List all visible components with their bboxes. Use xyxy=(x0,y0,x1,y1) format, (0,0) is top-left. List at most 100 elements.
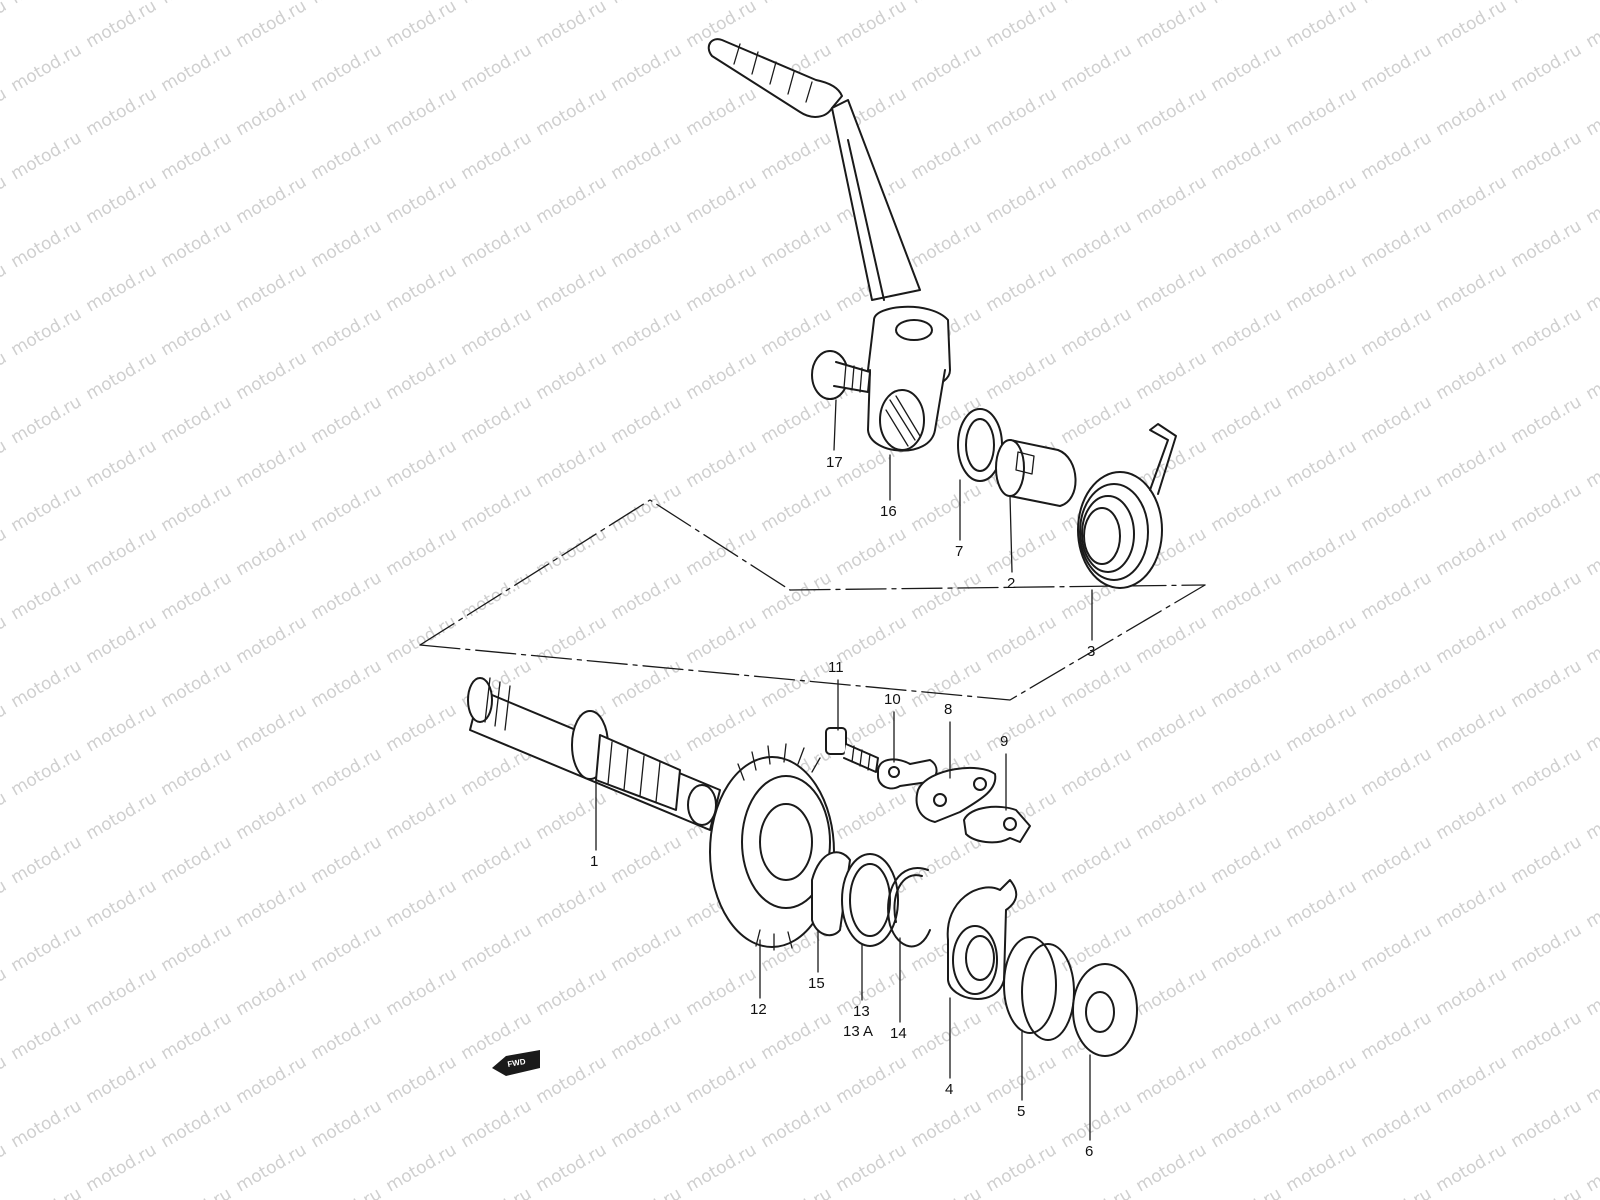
watermark-text: motod.ru xyxy=(983,0,1061,52)
watermark-text: motod.ru xyxy=(458,392,536,448)
watermark-text: motod.ru xyxy=(1133,964,1211,1020)
watermark-text: motod.ru xyxy=(1358,0,1436,8)
watermark-text: motod.ru xyxy=(683,964,761,1020)
watermark-text: motod.ru xyxy=(833,1052,911,1108)
watermark-text: motod.ru xyxy=(1133,788,1211,844)
watermark-text: motod.ru xyxy=(1133,172,1211,228)
watermark-text: motod.ru xyxy=(1283,1140,1361,1196)
watermark-text: motod.ru xyxy=(833,524,911,580)
watermark-text: motod.ru xyxy=(83,876,161,932)
callout-9: 9 xyxy=(1000,733,1008,750)
watermark-text: motod.ru xyxy=(158,392,236,448)
kick-stopper xyxy=(963,805,1031,844)
watermark-text: motod.ru xyxy=(1058,128,1136,184)
watermark-text: motod.ru xyxy=(1283,700,1361,756)
watermark-text: motod.ru xyxy=(233,84,311,140)
watermark-text: motod.ru xyxy=(383,84,461,140)
watermark-text: motod.ru xyxy=(1433,348,1511,404)
watermark-text: motod.ru xyxy=(1208,1096,1286,1152)
watermark-text: motod.ru xyxy=(908,568,986,624)
watermark-text: motod.ru xyxy=(83,84,161,140)
watermark-text: motod.ru xyxy=(908,216,986,272)
watermark-text: motod.ru xyxy=(458,1184,536,1200)
watermark-text: motod.ru xyxy=(1508,304,1586,360)
watermark-text: motod.ru xyxy=(1208,744,1286,800)
watermark-text: motod.ru xyxy=(1133,348,1211,404)
watermark-text: motod.ru xyxy=(533,1052,611,1108)
watermark-text: motod.ru xyxy=(908,0,986,8)
watermark-text: motod.ru xyxy=(8,1184,86,1200)
callout-13: 13 xyxy=(853,1003,870,1020)
watermark-text: motod.ru xyxy=(1508,1184,1586,1200)
watermark-text: motod.ru xyxy=(1583,700,1600,756)
watermark-text: motod.ru xyxy=(308,1096,386,1152)
watermark-text: motod.ru xyxy=(83,348,161,404)
watermark-text: motod.ru xyxy=(1508,40,1586,96)
watermark-text: motod.ru xyxy=(233,436,311,492)
watermark-text: motod.ru xyxy=(1358,744,1436,800)
watermark-text: motod.ru xyxy=(458,128,536,184)
callout-10: 10 xyxy=(884,691,901,708)
watermark-text: motod.ru xyxy=(533,612,611,668)
callout-16: 16 xyxy=(880,503,897,520)
watermark-text: motod.ru xyxy=(1058,0,1136,8)
watermark-text: motod.ru xyxy=(1433,700,1511,756)
watermark-text: motod.ru xyxy=(833,788,911,844)
watermark-text: motod.ru xyxy=(1283,84,1361,140)
watermark-text: motod.ru xyxy=(308,1184,386,1200)
watermark-text: motod.ru xyxy=(833,1140,911,1196)
watermark-text: motod.ru xyxy=(0,1052,10,1108)
watermark-text: motod.ru xyxy=(458,0,536,8)
watermark-text: motod.ru xyxy=(533,1140,611,1196)
watermark-text: motod.ru xyxy=(308,920,386,976)
guide-bolt xyxy=(825,727,879,773)
watermark-text: motod.ru xyxy=(758,1184,836,1200)
watermark-text: motod.ru xyxy=(158,1184,236,1200)
watermark-text: motod.ru xyxy=(833,612,911,668)
watermark-text: motod.ru xyxy=(383,1052,461,1108)
watermark-text: motod.ru xyxy=(308,480,386,536)
watermark-text: motod.ru xyxy=(308,832,386,888)
watermark-text: motod.ru xyxy=(1358,40,1436,96)
watermark-text: motod.ru xyxy=(1508,656,1586,712)
watermark-text: motod.ru xyxy=(908,1184,986,1200)
watermark-text: motod.ru xyxy=(608,0,686,8)
callout-12: 12 xyxy=(750,1001,767,1018)
watermark-text: motod.ru xyxy=(533,172,611,228)
watermark-text: motod.ru xyxy=(1508,920,1586,976)
watermark-text: motod.ru xyxy=(1058,216,1136,272)
watermark-text: motod.ru xyxy=(683,436,761,492)
watermark-text: motod.ru xyxy=(158,568,236,624)
watermark-text: motod.ru xyxy=(0,172,10,228)
watermark-text: motod.ru xyxy=(83,1052,161,1108)
watermark-text: motod.ru xyxy=(758,216,836,272)
watermark-text: motod.ru xyxy=(1508,128,1586,184)
forward-direction-indicator: FWD xyxy=(492,1050,540,1076)
watermark-text: motod.ru xyxy=(1208,1184,1286,1200)
watermark-text: motod.ru xyxy=(833,964,911,1020)
watermark-text: motod.ru xyxy=(1433,524,1511,580)
watermark-text: motod.ru xyxy=(983,1140,1061,1196)
watermark-text: motod.ru xyxy=(1058,392,1136,448)
watermark-text: motod.ru xyxy=(0,788,10,844)
watermark-text: motod.ru xyxy=(0,700,10,756)
watermark-text: motod.ru xyxy=(8,920,86,976)
watermark-text: motod.ru xyxy=(158,304,236,360)
watermark-text: motod.ru xyxy=(908,128,986,184)
kick-gear xyxy=(709,743,835,951)
watermark-text: motod.ru xyxy=(1583,1140,1600,1196)
watermark-text: motod.ru xyxy=(1508,1096,1586,1152)
watermark-text: motod.ru xyxy=(608,568,686,624)
watermark-text: motod.ru xyxy=(383,260,461,316)
watermark-text: motod.ru xyxy=(983,260,1061,316)
watermark-text: motod.ru xyxy=(1508,744,1586,800)
watermark-text: motod.ru xyxy=(1433,788,1511,844)
watermark-text: motod.ru xyxy=(158,40,236,96)
watermark-text: motod.ru xyxy=(0,84,10,140)
watermark-text: motod.ru xyxy=(0,964,10,1020)
watermark-text: motod.ru xyxy=(1583,612,1600,668)
spring-washer xyxy=(1072,963,1138,1057)
watermark-text: motod.ru xyxy=(1583,0,1600,52)
watermark-text: motod.ru xyxy=(83,524,161,580)
watermark-text: motod.ru xyxy=(1583,172,1600,228)
